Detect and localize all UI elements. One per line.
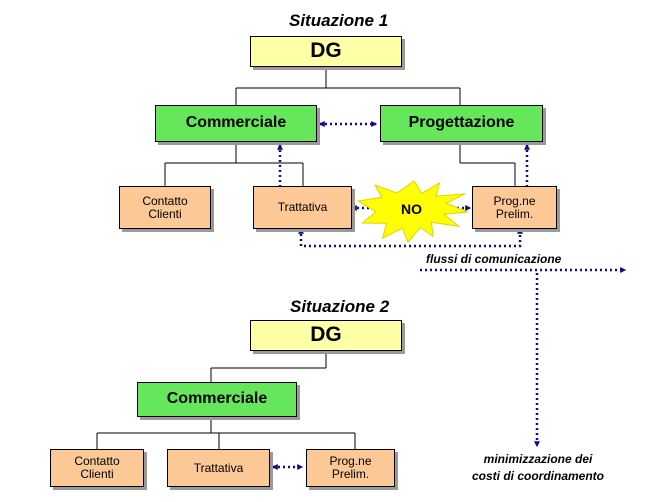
s2-trattativa-box: Trattativa <box>167 449 270 487</box>
no-label: NO <box>401 201 422 217</box>
flow-legend-label: flussi di comunicazione <box>426 252 562 266</box>
situation-2-title: Situazione 2 <box>290 297 390 316</box>
s1-progettazione-box: Progettazione <box>380 105 543 142</box>
s2-dg-box: DG <box>250 320 402 351</box>
conclusion-text: minimizzazione dei costi di coordinament… <box>471 452 604 484</box>
s1-flow-arrows <box>277 121 627 448</box>
s1-tree-lines <box>164 67 516 186</box>
s2-commerciale-box: Commerciale <box>137 382 297 417</box>
s1-commerciale-box: Commerciale <box>155 105 317 142</box>
s1-contatto-clienti-box: Contatto Clienti <box>119 186 211 229</box>
s2-progne-prelim-box: Prog.ne Prelim. <box>306 449 395 487</box>
s1-trattativa-box: Trattativa <box>253 186 352 229</box>
s1-dg-box: DG <box>250 36 402 67</box>
s2-contatto-clienti-box: Contatto Clienti <box>50 449 144 487</box>
arrow-trattativa-progne-loop <box>298 227 523 248</box>
no-starburst <box>356 180 469 243</box>
s2-tree-lines <box>96 351 356 449</box>
s1-progne-prelim-box: Prog.ne Prelim. <box>472 186 557 229</box>
situation-1-title: Situazione 1 <box>289 11 389 30</box>
